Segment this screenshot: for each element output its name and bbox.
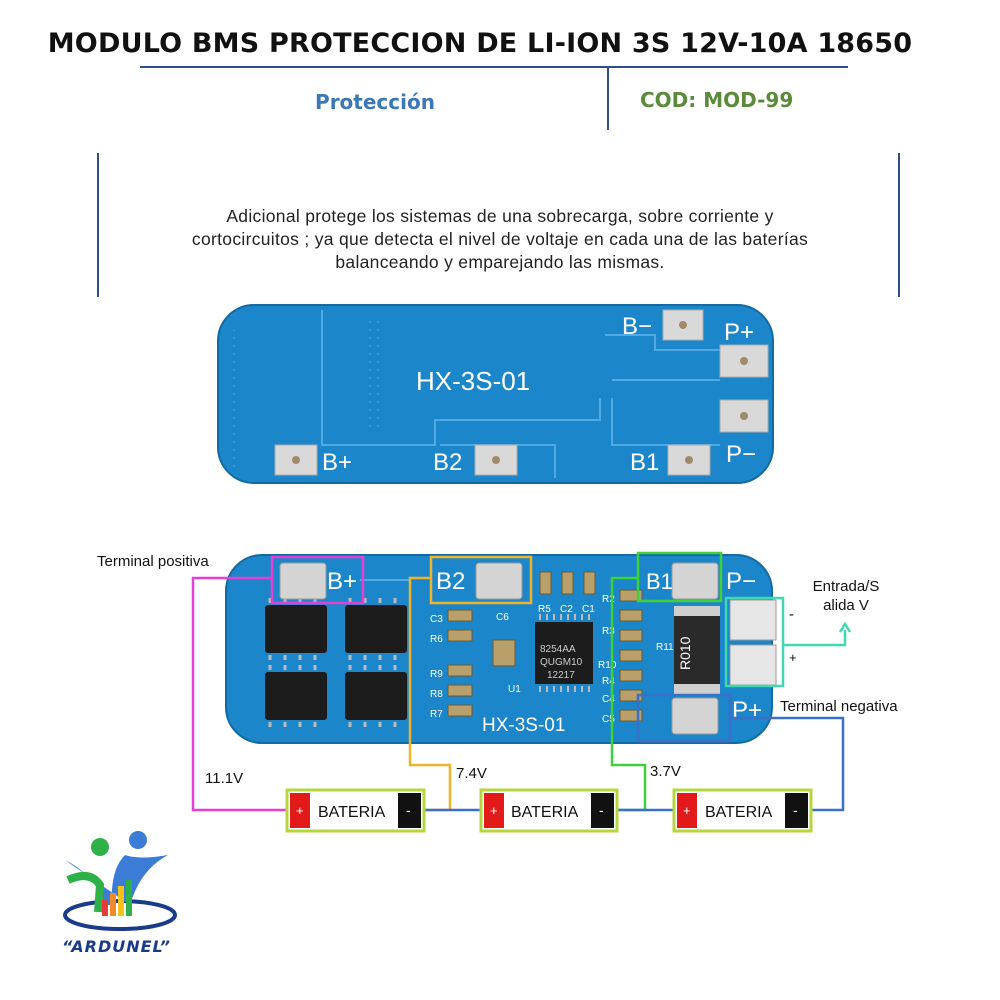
- ic-marking: 12217: [547, 670, 575, 681]
- component-label: C2: [560, 604, 573, 615]
- voltage-11v: 11.1V: [205, 770, 244, 787]
- pad-label: P−: [726, 568, 756, 595]
- wire-negative: [730, 716, 845, 812]
- battery-2: + - BATERIA: [479, 788, 619, 833]
- component-label: R7: [430, 709, 443, 720]
- pad-label: B+: [322, 449, 352, 476]
- wire-io: [783, 630, 847, 647]
- battery-label: BATERIA: [511, 804, 579, 821]
- pad-label: P−: [726, 441, 756, 468]
- ic-marking: 8254AA: [540, 644, 576, 655]
- component-label: C3: [430, 614, 443, 625]
- description: Adicional protege los sistemas de una so…: [120, 205, 880, 274]
- pad-label: B2: [433, 449, 462, 476]
- pad-label: B2: [436, 568, 465, 595]
- battery-3: + - BATERIA: [672, 788, 813, 833]
- battery-plus: +: [683, 803, 691, 818]
- product-code: COD: MOD-99: [640, 88, 794, 112]
- terminal-positive-label: Terminal positiva: [97, 553, 209, 570]
- ic-marking: QUGM10: [540, 657, 583, 668]
- component-label: C6: [496, 612, 509, 623]
- pad-label: P+: [732, 697, 762, 724]
- io-minus-label: -: [789, 606, 794, 623]
- logo-text: “ARDUNEL”: [62, 937, 171, 956]
- description-line: Adicional protege los sistemas de una so…: [226, 206, 774, 226]
- battery-minus: -: [406, 802, 411, 818]
- category-label: Protección: [315, 90, 435, 114]
- component-label: R2: [602, 594, 615, 605]
- component-label: U1: [508, 684, 521, 695]
- wire-positive: [191, 576, 287, 812]
- battery-1: + - BATERIA: [285, 788, 426, 833]
- highlight-io: [724, 596, 785, 688]
- page-title: MODULO BMS PROTECCION DE LI-ION 3S 12V-1…: [47, 28, 913, 59]
- io-label: Entrada/S alida V: [812, 578, 880, 614]
- component-label: R11: [656, 642, 674, 653]
- battery-plus: +: [490, 803, 498, 818]
- component-label: R9: [430, 669, 443, 680]
- component-label: R5: [538, 604, 551, 615]
- component-label: C4: [602, 694, 615, 705]
- highlight-b2: [429, 555, 533, 605]
- component-label: C1: [582, 604, 595, 615]
- component-label: R3: [602, 626, 615, 637]
- pad-label: P+: [724, 319, 754, 346]
- battery-minus: -: [793, 802, 798, 818]
- description-line: balanceando y emparejando las mismas.: [335, 252, 665, 272]
- highlight-bpos: [270, 555, 365, 605]
- voltage-7v: 7.4V: [456, 765, 487, 782]
- battery-plus: +: [296, 803, 304, 818]
- battery-label: BATERIA: [318, 804, 386, 821]
- terminal-negative-label: Terminal negativa: [780, 698, 898, 715]
- header-divider: [607, 68, 609, 130]
- pad-label: B+: [327, 568, 357, 595]
- description-line: cortocircuitos ; ya que detecta el nivel…: [191, 229, 809, 249]
- component-label: C5: [602, 714, 615, 725]
- bms-board-bottom: 8254AA QUGM10 12217 R010 B+ B2 B1 P− P+ …: [225, 554, 777, 744]
- bms-board-top: HX-3S-01 B− P+ B+ B2 B1 P−: [217, 304, 774, 484]
- left-accent-bar: [97, 153, 99, 297]
- ardunel-logo: [63, 831, 177, 931]
- arrow-up-icon: [838, 621, 852, 633]
- component-label: R6: [430, 634, 443, 645]
- io-plus-label: +: [789, 650, 797, 665]
- pad-label: B1: [646, 569, 673, 594]
- component-label: R4: [602, 676, 615, 687]
- title-underline: [140, 66, 848, 68]
- pad-label: B1: [630, 449, 659, 476]
- component-label: R8: [430, 689, 443, 700]
- voltage-3v: 3.7V: [650, 763, 681, 780]
- right-accent-bar: [898, 153, 900, 297]
- battery-label: BATERIA: [705, 804, 773, 821]
- component-label: R10: [598, 660, 617, 671]
- pad-label: B−: [622, 313, 652, 340]
- model-label: HX-3S-01: [416, 366, 530, 396]
- model-label: HX-3S-01: [482, 715, 565, 736]
- battery-minus: -: [599, 802, 604, 818]
- shunt-marking: R010: [677, 636, 693, 670]
